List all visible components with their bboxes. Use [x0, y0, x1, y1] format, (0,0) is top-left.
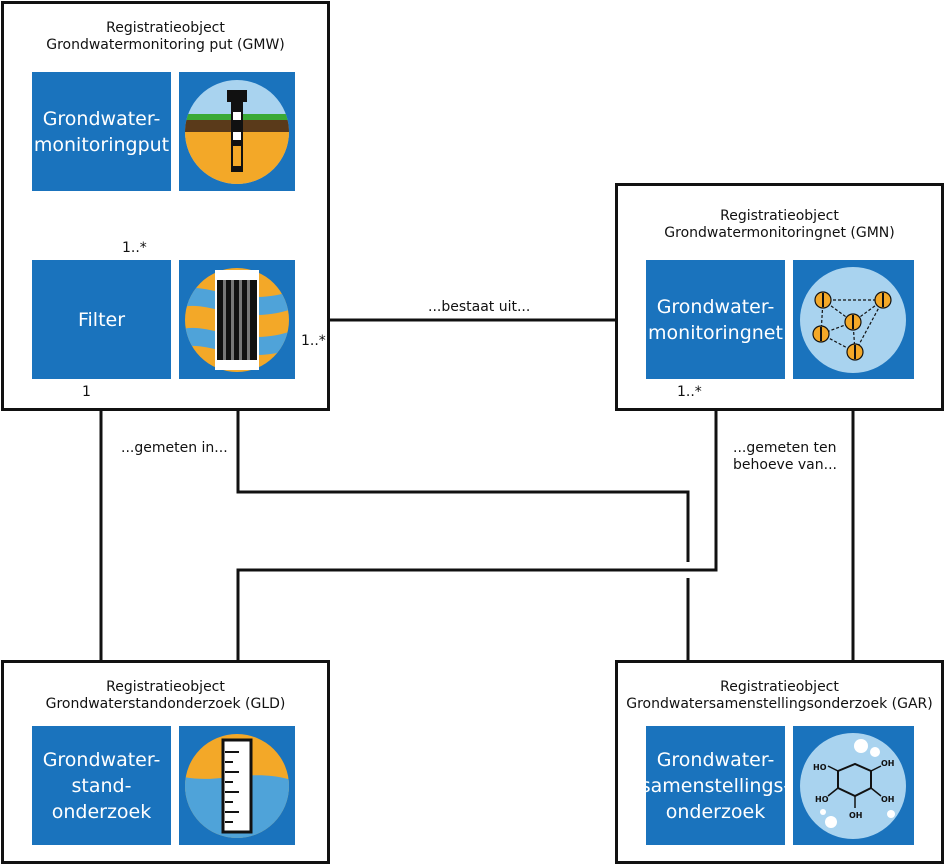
mult-gemeten-in: 1: [82, 384, 91, 400]
tile-grondwatermonitoringput: Grondwater- monitoringput: [32, 72, 171, 191]
label-gemeten-ten-behoeve: ...gemeten ten behoeve van...: [733, 440, 837, 473]
gld-title-line1: Registratieobject: [106, 679, 225, 695]
tile-grondwatermonitoringput-label: Grondwater- monitoringput: [33, 107, 170, 156]
tile-grondwatermonitoringnet: Grondwater- monitoringnet: [646, 260, 785, 379]
mol-label-ho-2: HO: [815, 795, 829, 804]
gar-title: Registratieobject Grondwatersamenstellin…: [618, 679, 941, 713]
network-icon: [793, 260, 914, 379]
tile-filter-label: Filter: [77, 308, 126, 331]
filter-icon: [179, 260, 295, 379]
mult-gemeten-ten-behoeve: 1..*: [677, 384, 702, 400]
mult-put-filter: 1..*: [122, 240, 147, 256]
gar-title-line1: Registratieobject: [720, 679, 839, 695]
tile-grondwaterstandonderzoek: Grondwater- stand- onderzoek: [32, 726, 171, 845]
gld-title-line2: Grondwaterstandonderzoek (GLD): [45, 696, 286, 712]
gar-title-line2: Grondwatersamenstellingsonderzoek (GAR): [626, 696, 933, 712]
well-icon: [179, 72, 295, 191]
gmw-title-line1: Registratieobject: [106, 20, 225, 36]
edge-gld-gmn: [236, 384, 721, 661]
gmw-title-line2: Grondwatermonitoring put (GMW): [46, 37, 285, 53]
tile-filter: Filter: [32, 260, 171, 379]
tile-grondwatermonitoringnet-label: Grondwater- monitoringnet: [648, 295, 783, 344]
label-gemeten-in: ...gemeten in...: [121, 440, 228, 456]
label-bestaat-uit: ...bestaat uit...: [428, 299, 531, 315]
mult-bestaat-uit: 1..*: [301, 333, 326, 349]
molecule-icon: HO OH HO OH OH: [793, 726, 914, 845]
gmn-title: Registratieobject Grondwatermonitoringne…: [618, 208, 941, 242]
water-level-gauge-icon: [179, 726, 295, 845]
tile-grondwaterstandonderzoek-label: Grondwater- stand- onderzoek: [42, 748, 161, 823]
tile-grondwatersamenstellingsonderzoek-label: Grondwater- samenstellings- onderzoek: [640, 748, 791, 823]
tile-grondwatersamenstellingsonderzoek: Grondwater- samenstellings- onderzoek: [641, 726, 790, 845]
mol-label-ho-1: HO: [813, 763, 827, 772]
gmw-title: Registratieobject Grondwatermonitoring p…: [4, 20, 327, 54]
mol-label-oh-1: OH: [881, 759, 895, 768]
edge-gar-filter-upper: [233, 384, 690, 562]
gmn-title-line1: Registratieobject: [720, 208, 839, 224]
mol-label-oh-2: OH: [881, 795, 895, 804]
mol-label-oh-3: OH: [849, 811, 863, 820]
gld-title: Registratieobject Grondwaterstandonderzo…: [4, 679, 327, 713]
gmn-title-line2: Grondwatermonitoringnet (GMN): [664, 225, 895, 241]
